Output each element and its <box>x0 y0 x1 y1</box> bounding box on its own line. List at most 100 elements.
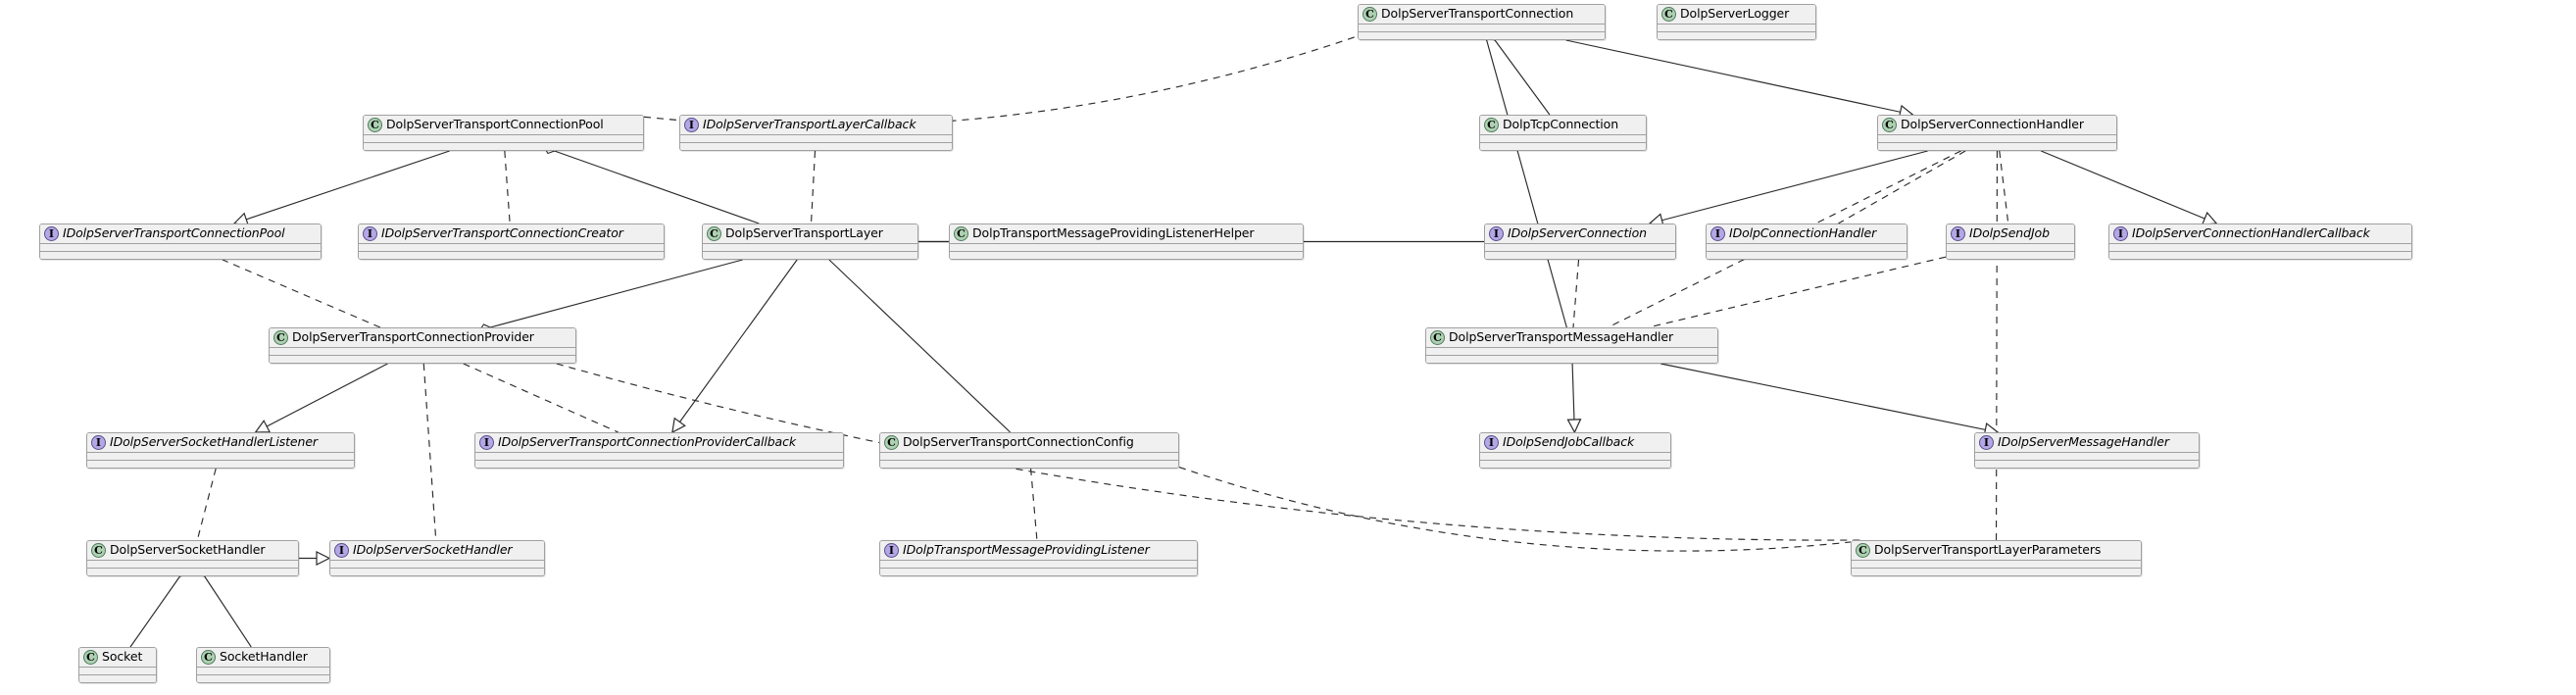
edge-realization <box>671 259 798 434</box>
node-label: IDolpServerMessageHandler <box>1998 434 2169 450</box>
edge-aggregation <box>197 567 252 648</box>
node-label: DolpServerSocketHandler <box>110 542 266 558</box>
interface-badge-icon: I <box>91 435 106 451</box>
attributes-compartment <box>330 561 544 569</box>
operations-compartment <box>1426 355 1717 363</box>
operations-compartment <box>1878 142 2116 150</box>
node-label: IDolpServerTransportConnectionProviderCa… <box>498 434 797 450</box>
uml-class-node[interactable]: C DolpServerTransportConnectionPool <box>363 115 644 151</box>
node-label: IDolpTransportMessageProvidingListener <box>903 542 1150 558</box>
node-label: IDolpServerConnectionHandlerCallback <box>2132 225 2370 241</box>
attributes-compartment <box>703 244 917 252</box>
edge-dependency <box>1838 150 1966 224</box>
class-badge-icon: C <box>884 435 899 451</box>
operations-compartment <box>2109 251 2411 259</box>
node-label: DolpServerTransportLayer <box>725 225 883 241</box>
class-badge-icon: C <box>707 226 721 242</box>
class-badge-icon: C <box>1856 543 1870 559</box>
attributes-compartment <box>1480 453 1670 461</box>
edge-dependency <box>1572 259 1580 328</box>
node-titlebar: C DolpServerTransportConnectionPool <box>364 116 643 136</box>
edge-dependency <box>422 363 437 541</box>
attributes-compartment <box>40 244 321 252</box>
edge-realization <box>254 363 388 433</box>
operations-compartment <box>475 460 843 468</box>
attributes-compartment <box>1707 244 1907 252</box>
operations-compartment <box>1485 251 1675 259</box>
operations-compartment <box>87 460 354 468</box>
attributes-compartment <box>1852 561 2141 569</box>
edge-dependency <box>1648 256 1947 328</box>
node-label: IDolpServerTransportConnectionCreator <box>381 225 623 241</box>
class-badge-icon: C <box>954 226 968 242</box>
edge-dependency <box>643 35 1359 127</box>
edge-realization <box>1566 363 1582 434</box>
class-badge-icon: C <box>1430 330 1445 346</box>
node-label: IDolpServerSocketHandler <box>353 542 513 558</box>
operations-compartment <box>364 142 643 150</box>
interface-badge-icon: I <box>1484 435 1499 451</box>
interface-badge-icon: I <box>1489 226 1504 242</box>
edge-aggregation <box>129 567 188 648</box>
operations-compartment <box>680 142 952 150</box>
interface-badge-icon: I <box>684 118 699 133</box>
node-label: DolpServerTransportConnectionProvider <box>292 329 534 345</box>
node-label: DolpServerTransportMessageHandler <box>1449 329 1674 345</box>
edge-realization <box>299 551 331 566</box>
attributes-compartment <box>475 453 843 461</box>
node-label: DolpServerTransportLayerParameters <box>1874 542 2102 558</box>
operations-compartment <box>1707 251 1907 259</box>
node-label: DolpServerTransportConnectionPool <box>386 117 604 132</box>
edge-association <box>828 259 1011 433</box>
attributes-compartment <box>1485 244 1675 252</box>
node-label: DolpServerLogger <box>1680 6 1790 22</box>
operations-compartment <box>1852 568 2141 575</box>
node-label: IDolpSendJob <box>1969 225 2050 241</box>
class-badge-icon: C <box>1661 7 1676 23</box>
class-badge-icon: C <box>368 118 382 133</box>
class-badge-icon: C <box>1484 118 1499 133</box>
attributes-compartment <box>880 453 1178 461</box>
operations-compartment <box>703 251 917 259</box>
interface-badge-icon: I <box>44 226 59 242</box>
operations-compartment <box>359 251 664 259</box>
operations-compartment <box>1947 251 2074 259</box>
edge-realization <box>1648 150 1928 227</box>
node-label: DolpServerTransportConnectionConfig <box>903 434 1134 450</box>
attributes-compartment <box>79 668 156 675</box>
edge-realization <box>2041 150 2218 225</box>
edge-dependency <box>463 363 619 433</box>
